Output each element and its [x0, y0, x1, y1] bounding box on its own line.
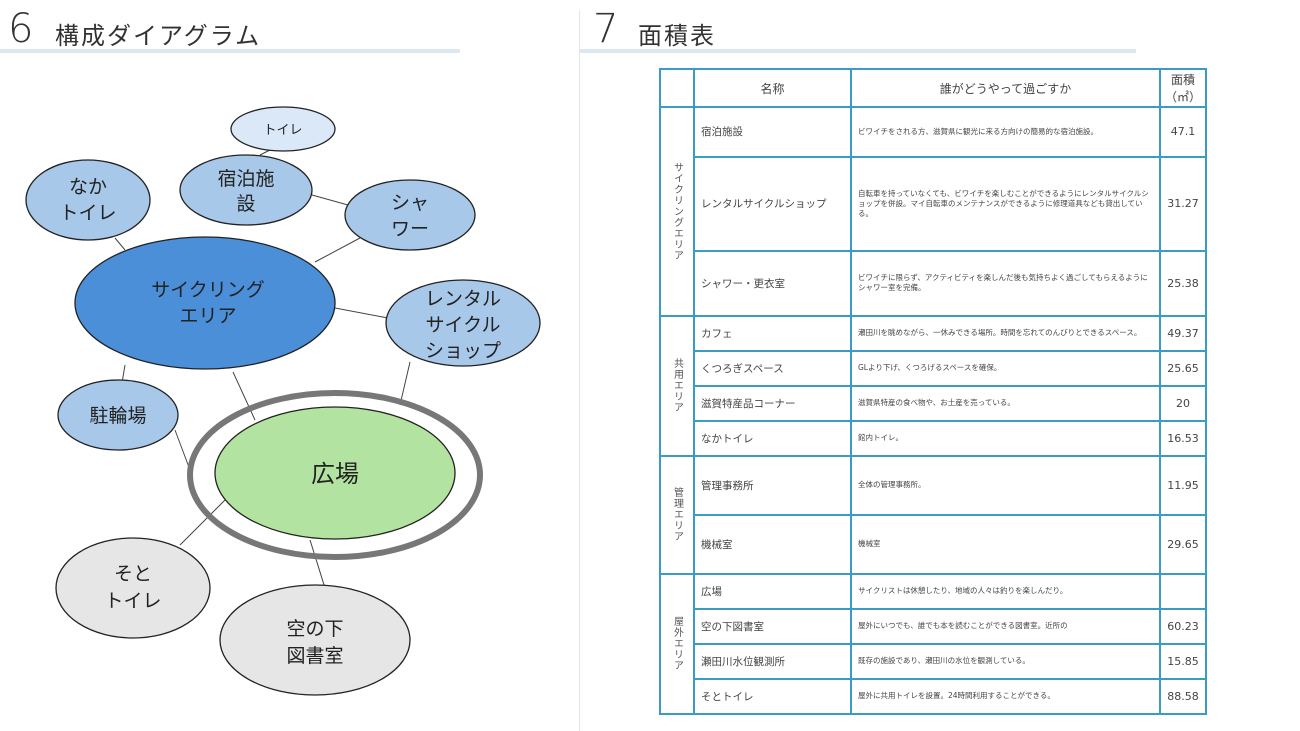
- table-row: そとトイレ屋外に共用トイレを設置。24時間利用することができる。88.58: [660, 677, 1207, 716]
- room-description: 自転車を持っていなくても、ビワイチを楽しむことができるようにレンタルサイクルショ…: [850, 155, 1161, 252]
- room-area: 15.85: [1159, 642, 1207, 680]
- area-group-label: 屋外エリア: [659, 572, 695, 716]
- label-outer-toilet: トイレ: [104, 590, 161, 612]
- section-7-title: 面積表: [638, 22, 716, 50]
- table-row: 滋賀特産品コーナー滋賀県特産の食べ物や、お土産を売っている。20: [660, 384, 1207, 422]
- room-name: くつろぎスペース: [693, 349, 852, 387]
- room-name: 瀬田川水位観測所: [693, 642, 852, 680]
- node-shower: [344, 179, 476, 251]
- room-description: 滋賀県特産の食べ物や、お土産を売っている。: [850, 384, 1161, 422]
- room-name: レンタルサイクルショップ: [693, 155, 852, 252]
- room-area: 20: [1159, 384, 1207, 422]
- node-plaza: [214, 406, 456, 540]
- node-lodging: [179, 154, 313, 226]
- room-name: 広場: [693, 572, 852, 610]
- area-table: 名称 誰がどうやって過ごすか 面積（㎡） サイクリングエリア宿泊施設ビワイチをさ…: [659, 68, 1207, 716]
- room-area: 49.37: [1159, 314, 1207, 352]
- room-name: シャワー・更衣室: [693, 249, 852, 317]
- room-area: 25.38: [1159, 249, 1207, 317]
- room-description: 館内トイレ。: [850, 419, 1161, 457]
- room-name: カフェ: [693, 314, 852, 352]
- label-outer-toilet: そと: [114, 563, 152, 585]
- room-description: 瀬田川を眺めながら、一休みできる場所。時間を忘れてのんびりとできるスペース。: [850, 314, 1161, 352]
- room-area: 11.95: [1159, 454, 1207, 516]
- table-row: シャワー・更衣室ビワイチに限らず、アクティビティを楽しんだ後も気持ちよく過ごして…: [660, 249, 1207, 317]
- label-inner-toilet: なか: [69, 176, 107, 198]
- node-cycling-area: [74, 236, 336, 370]
- section-7-number: 7: [593, 6, 619, 52]
- room-area: [1159, 572, 1207, 610]
- room-name: 空の下図書室: [693, 607, 852, 645]
- room-area: 31.27: [1159, 155, 1207, 252]
- label-rental: レンタル: [425, 288, 501, 310]
- room-name: 宿泊施設: [693, 106, 852, 158]
- room-description: 全体の管理事務所。: [850, 454, 1161, 516]
- section-7-underline: [580, 49, 1136, 53]
- composition-diagram: トイレ 宿泊施 設 なか トイレ シャ ワー サイクリング エリア レンタル サ…: [25, 106, 541, 696]
- section-6-number: 6: [8, 6, 34, 52]
- room-name: なかトイレ: [693, 419, 852, 457]
- room-description: 機械室: [850, 513, 1161, 575]
- room-description: 屋外に共用トイレを設置。24時間利用することができる。: [850, 677, 1161, 716]
- table-row: なかトイレ館内トイレ。16.53: [660, 419, 1207, 457]
- header-desc: 誰がどうやって過ごすか: [850, 68, 1161, 108]
- node-outer-toilet: [55, 537, 211, 639]
- label-lodging: 設: [236, 193, 255, 215]
- room-name: 管理事務所: [693, 454, 852, 516]
- table-row: レンタルサイクルショップ自転車を持っていなくても、ビワイチを楽しむことができるよ…: [660, 155, 1207, 252]
- divider: [579, 10, 580, 731]
- header-area: 面積（㎡）: [1159, 68, 1207, 108]
- label-plaza: 広場: [311, 460, 359, 488]
- label-library: 図書室: [286, 645, 343, 667]
- node-library: [219, 584, 411, 696]
- label-parking: 駐輪場: [89, 405, 146, 427]
- room-area: 29.65: [1159, 513, 1207, 575]
- area-group-label: 管理エリア: [659, 454, 695, 575]
- node-parking: [57, 379, 179, 451]
- label-cycling-area: エリア: [179, 305, 236, 327]
- label-rental: サイクル: [425, 314, 500, 336]
- table-row: 瀬田川水位観測所既存の施設であり、瀬田川の水位を観測している。15.85: [660, 642, 1207, 680]
- label-inner-toilet: トイレ: [59, 202, 116, 224]
- room-area: 60.23: [1159, 607, 1207, 645]
- label-shower: シャ: [391, 192, 429, 214]
- section-6-title: 構成ダイアグラム: [55, 22, 262, 50]
- room-area: 25.65: [1159, 349, 1207, 387]
- header-blank: [659, 68, 695, 108]
- node-plaza-ring: [187, 390, 483, 560]
- room-name: 滋賀特産品コーナー: [693, 384, 852, 422]
- room-description: 屋外にいつでも、誰でも本を読むことができる図書室。近所の: [850, 607, 1161, 645]
- room-description: ビワイチをされる方、滋賀県に観光に来る方向けの簡易的な宿泊施設。: [850, 106, 1161, 158]
- section-6-underline: [0, 49, 460, 53]
- room-description: GLより下げ、くつろげるスペースを確保。: [850, 349, 1161, 387]
- room-area: 16.53: [1159, 419, 1207, 457]
- label-library: 空の下: [286, 618, 343, 640]
- room-description: ビワイチに限らず、アクティビティを楽しんだ後も気持ちよく過ごしてもらえるようにシ…: [850, 249, 1161, 317]
- node-toilet: [230, 106, 336, 152]
- area-group-label: サイクリングエリア: [659, 106, 695, 317]
- label-shower: ワー: [391, 218, 429, 240]
- label-lodging: 宿泊施: [217, 168, 274, 190]
- table-row: 屋外エリア広場サイクリストは休憩したり、地域の人々は釣りを楽しんだり。: [659, 572, 1207, 716]
- label-toilet: トイレ: [263, 123, 302, 138]
- table-row: サイクリングエリア宿泊施設ビワイチをされる方、滋賀県に観光に来る方向けの簡易的な…: [659, 106, 1207, 317]
- room-name: そとトイレ: [693, 677, 852, 716]
- node-rental: [385, 279, 541, 367]
- room-description: 既存の施設であり、瀬田川の水位を観測している。: [850, 642, 1161, 680]
- label-rental: ショップ: [425, 340, 501, 362]
- room-area: 47.1: [1159, 106, 1207, 158]
- label-cycling-area: サイクリング: [151, 279, 265, 301]
- node-inner-toilet: [25, 159, 151, 241]
- table-row: 共用エリアカフェ瀬田川を眺めながら、一休みできる場所。時間を忘れてのんびりとでき…: [659, 314, 1207, 457]
- area-group-label: 共用エリア: [659, 314, 695, 457]
- table-row: 管理エリア管理事務所全体の管理事務所。11.95: [659, 454, 1207, 575]
- header-name: 名称: [693, 68, 852, 108]
- room-area: 88.58: [1159, 677, 1207, 716]
- room-description: サイクリストは休憩したり、地域の人々は釣りを楽しんだり。: [850, 572, 1161, 610]
- room-name: 機械室: [693, 513, 852, 575]
